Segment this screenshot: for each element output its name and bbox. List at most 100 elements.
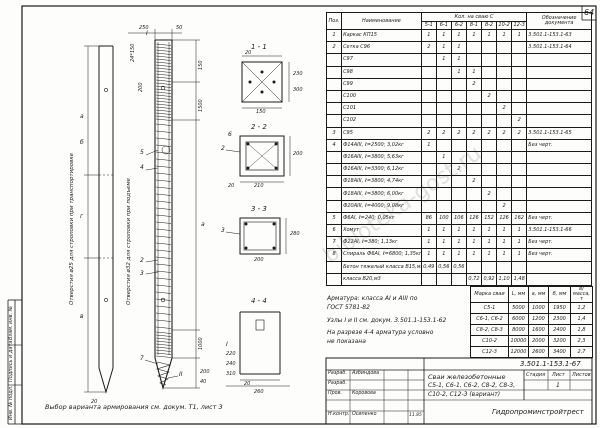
stirrup — [155, 263, 172, 266]
stirrup — [155, 118, 172, 121]
stirrup — [155, 70, 172, 73]
role-name: Осипенко — [352, 412, 377, 417]
specification-table: Поз. Наименование Кол. на сваю С Обознач… — [325, 12, 592, 286]
stirrup — [155, 158, 172, 161]
spec-qty: 1,48 — [511, 272, 528, 286]
role-label: Пров. — [328, 391, 342, 396]
note-line-2: ГОСТ 5781-82 — [327, 304, 370, 311]
mark-5: 5 — [140, 149, 144, 156]
stirrup — [155, 242, 172, 245]
stirrup — [155, 103, 172, 106]
s3-mark-3: 3 — [221, 227, 225, 234]
mark-2: 2 — [140, 257, 144, 264]
mark-7: 7 — [140, 355, 144, 362]
stirrup — [155, 355, 172, 358]
stirrup — [155, 228, 172, 231]
stirrup — [155, 76, 172, 79]
stirrup — [155, 352, 172, 355]
note-line-4: На разрезе 4-4 арматура условно — [327, 329, 434, 336]
s2-mark-6: 6 — [228, 131, 232, 138]
stirrup — [155, 298, 172, 301]
stirrup — [155, 130, 172, 133]
spec-pos — [325, 272, 343, 286]
stirrup — [155, 61, 172, 64]
s2-mark-2: 2 — [221, 145, 225, 152]
stirrup — [155, 207, 172, 210]
bottom-note: Выбор варианта армирования см. докум. Т1… — [45, 403, 223, 411]
title-line-1: Сваи железобетонные — [428, 373, 506, 381]
stirrup — [155, 106, 172, 109]
stirrup — [155, 200, 172, 203]
role-name: Коровова — [352, 391, 376, 396]
dim-b-left: б — [80, 139, 84, 146]
stirrup — [155, 91, 172, 94]
stirrup — [155, 52, 172, 55]
dim-bottom-40: 40 — [200, 379, 207, 385]
stirrup — [155, 186, 172, 189]
s4-dim-240: 240 — [226, 361, 236, 367]
role-name: Азбиндова — [352, 371, 380, 376]
mark-I: I — [146, 30, 148, 37]
s2-dim-210: 210 — [254, 183, 264, 189]
s3-dim-200: 200 — [254, 257, 264, 263]
role-label: Н.контр. — [328, 412, 350, 417]
dim-top-250: 250 — [139, 25, 149, 31]
stirrup — [155, 343, 172, 346]
stirrup — [155, 277, 172, 280]
stirrup — [155, 49, 172, 52]
s4-mark-I: I — [226, 341, 228, 348]
stirrup — [155, 326, 172, 329]
stirrup — [155, 193, 172, 196]
note-line-5: не показана — [327, 338, 366, 345]
stirrup — [155, 291, 172, 294]
stirrup — [155, 319, 172, 322]
title-line-3: С10-2, С12-3 (вариант) — [428, 391, 501, 398]
s2-dim-20: 20 — [228, 183, 235, 189]
stirrup — [155, 137, 172, 140]
stirrup — [155, 256, 172, 259]
spec-qty: 1 — [511, 236, 528, 250]
dims-cell: 1,4 — [570, 313, 593, 325]
s1-dim-230: 230 — [293, 71, 303, 77]
role-label: Разраб. — [328, 381, 347, 386]
stirrup — [155, 55, 172, 58]
stirrup — [155, 123, 172, 126]
note-line-1: Арматура: класса АI и АIII по — [327, 295, 418, 302]
stirrup — [155, 340, 172, 343]
stirrup — [155, 115, 172, 118]
stirrup — [155, 331, 172, 334]
dim-g-left: г — [80, 213, 84, 220]
spec-pos: 3 — [325, 126, 343, 140]
stirrup — [155, 235, 172, 238]
stirrup — [155, 144, 172, 147]
section-2-2-title: 2 - 2 — [251, 123, 267, 131]
spec-doc — [526, 272, 592, 286]
stirrup — [155, 346, 172, 349]
dim-a-left: a — [80, 113, 84, 120]
dims-cell: С12-3 — [470, 346, 509, 358]
stirrup — [155, 64, 172, 67]
stirrup — [155, 109, 172, 112]
title-line-2: С5-1, С6-1, С6-2, С8-2, С8-3, — [428, 382, 516, 389]
s1-dim-300: 300 — [293, 87, 303, 93]
stage-label: Стадия — [526, 372, 546, 378]
stirrup — [155, 79, 172, 82]
s4-dim-310: 310 — [226, 371, 236, 377]
stirrup — [155, 312, 172, 315]
stirrup — [155, 179, 172, 182]
s1-dim-20: 20 — [245, 50, 252, 56]
section-4-4-title: 4 - 4 — [251, 297, 267, 305]
stirrup — [155, 112, 172, 115]
s1-dim-150: 150 — [256, 109, 266, 115]
stirrup — [155, 349, 172, 352]
dim-top-50: 50 — [176, 25, 183, 31]
stirrup — [155, 337, 172, 340]
